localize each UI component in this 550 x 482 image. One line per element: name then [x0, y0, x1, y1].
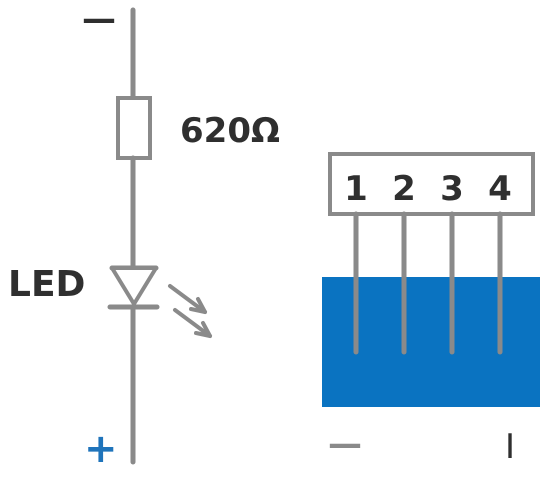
emission-arrow-1 — [168, 284, 207, 314]
emission-arrow-2 — [173, 308, 212, 338]
bottom-right-mark: I — [505, 427, 515, 467]
emission-arrow-2-head — [194, 321, 212, 338]
emission-arrow-1-head — [189, 297, 207, 314]
led-triangle — [110, 266, 158, 306]
led-label: LED — [8, 264, 85, 305]
pin-label-4: 4 — [488, 169, 512, 209]
top-minus-label: — — [82, 0, 116, 39]
connector-header — [328, 152, 535, 216]
resistor-value-label: 620Ω — [180, 111, 280, 151]
bottom-left-minus-label: — — [328, 424, 362, 464]
bottom-plus-label: + — [84, 426, 118, 472]
pin-label-3: 3 — [440, 169, 464, 209]
led-emission-arrows — [168, 284, 212, 338]
pin-label-2: 2 — [392, 169, 416, 209]
pin-label-1: 1 — [344, 169, 368, 209]
resistor — [116, 96, 152, 160]
